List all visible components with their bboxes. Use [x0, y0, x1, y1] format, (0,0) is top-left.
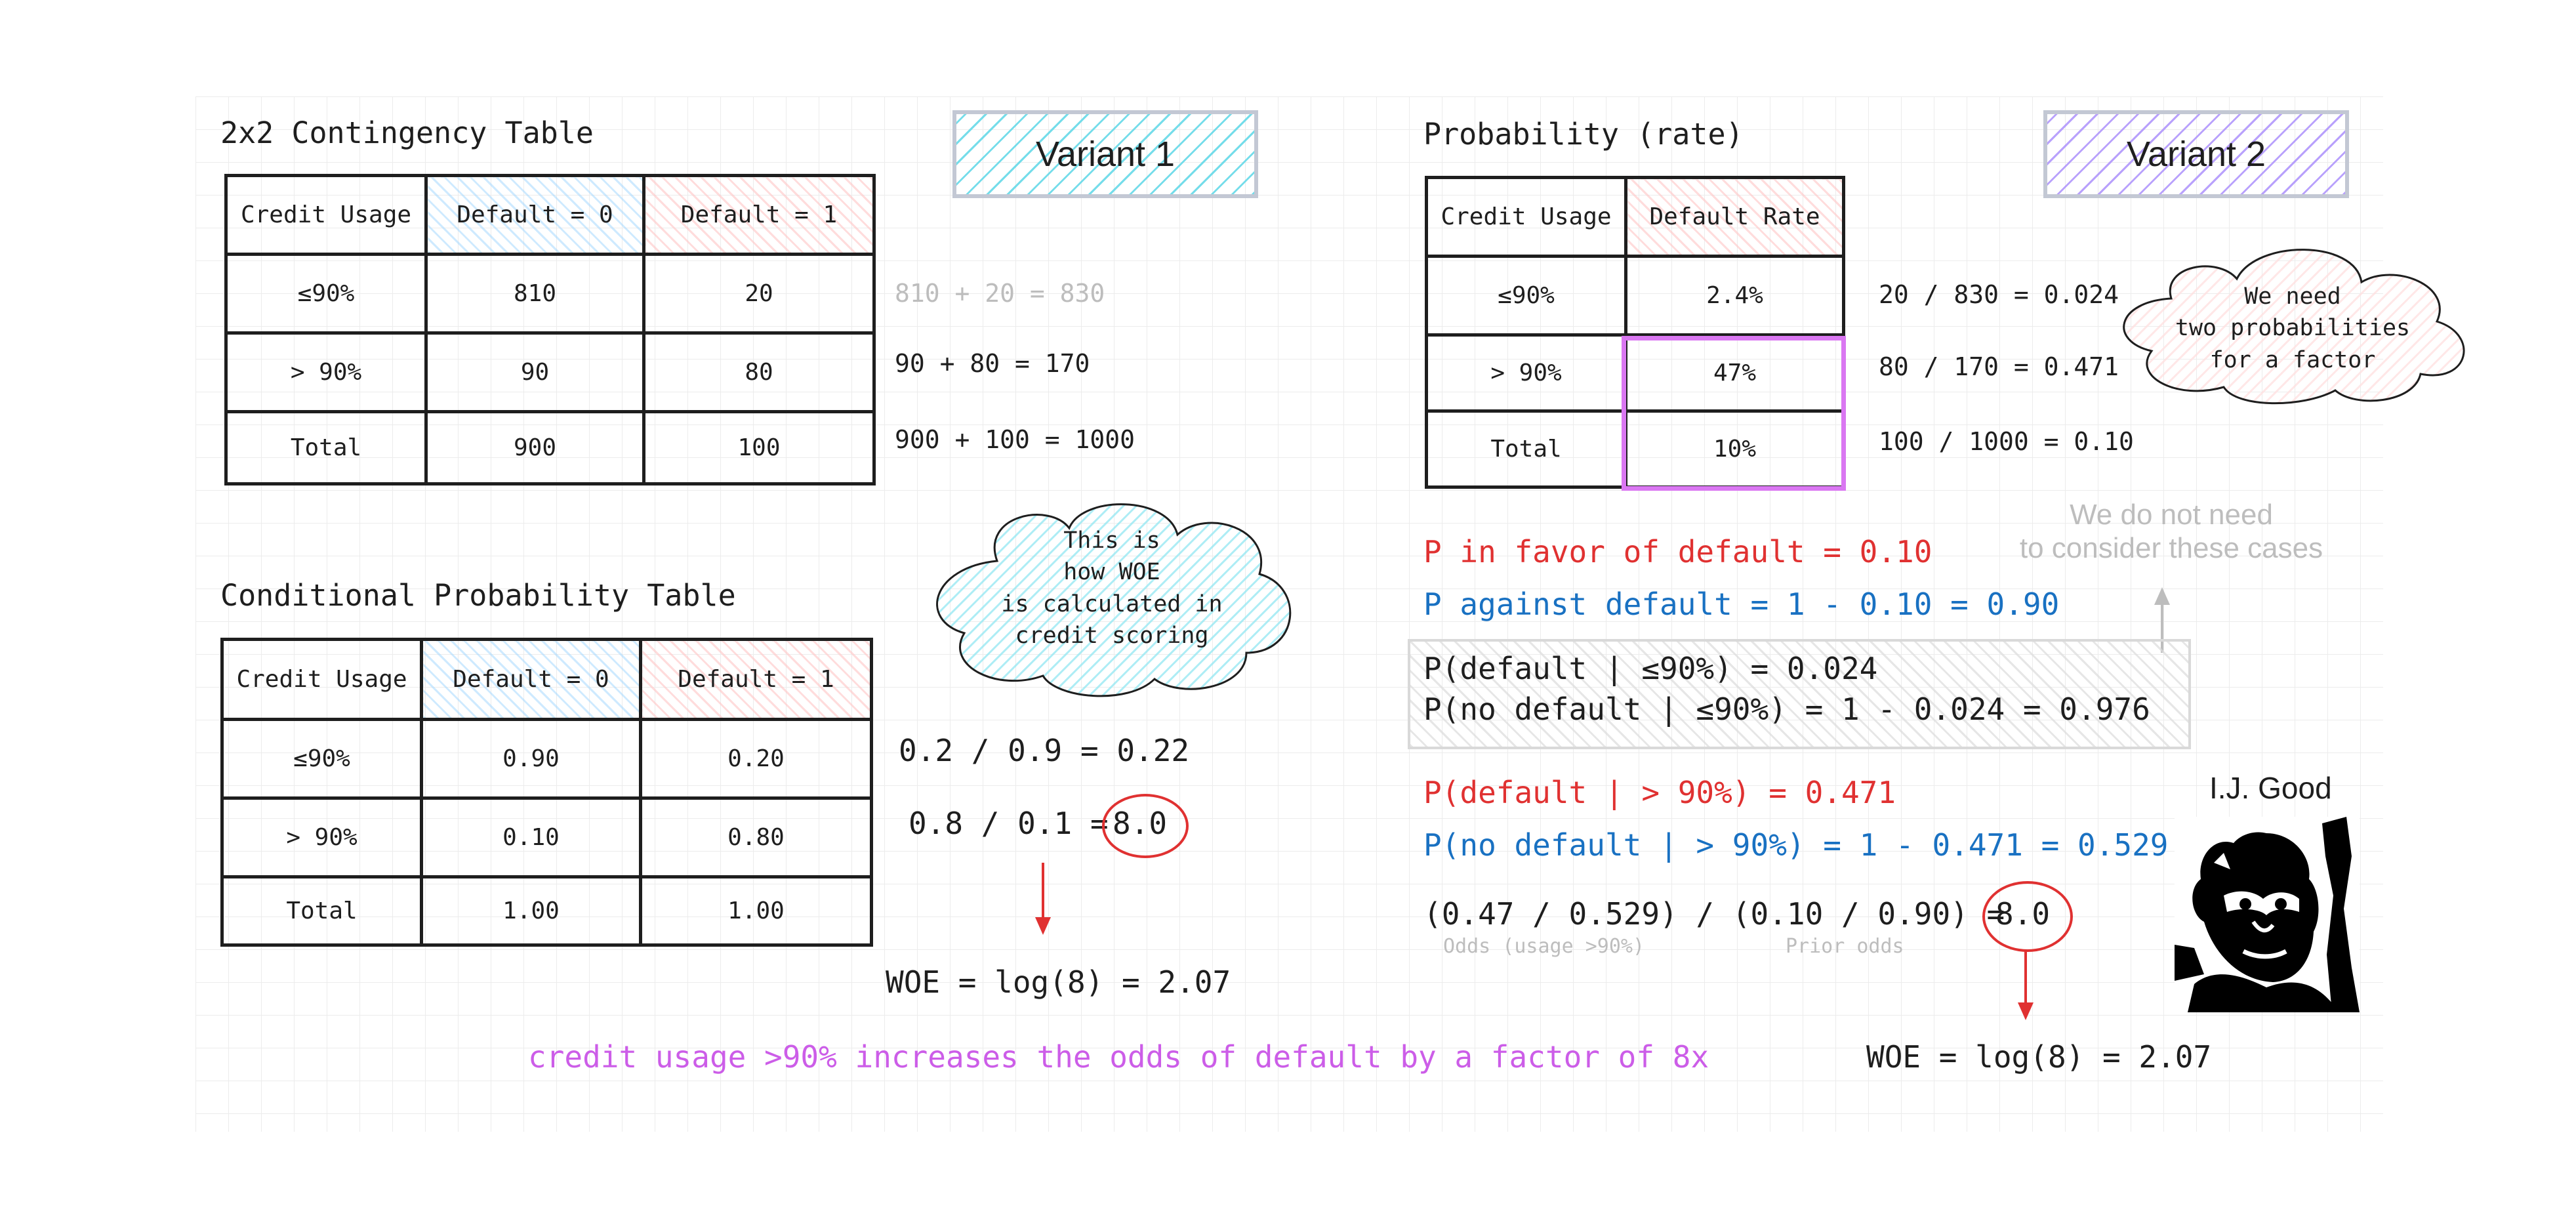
table-cell: ≤90% — [1425, 255, 1627, 337]
table-cell: > 90% — [1425, 333, 1627, 413]
note-line: We do not need — [2070, 499, 2273, 531]
cloud-line: how WOE — [1063, 559, 1160, 586]
cloud-line: for a factor — [2209, 346, 2376, 373]
cloud-probabilities-note — [2123, 249, 2465, 405]
rate-calc-2: 80 / 170 = 0.471 — [1879, 352, 2119, 381]
variant-2-text: Variant 2 — [2126, 134, 2266, 174]
note-line: to consider these cases — [2019, 531, 2323, 564]
conditional-probability-table: Credit Usage Default = 0 Default = 1 ≤90… — [220, 638, 873, 947]
probability-title: Probability (rate) — [1423, 117, 1744, 152]
conditional-title: Conditional Probability Table — [220, 578, 736, 613]
variant-1-text: Variant 1 — [1035, 134, 1176, 174]
arrow-down-right — [2018, 951, 2034, 1020]
row-sum-3: 900 + 100 = 1000 — [895, 425, 1135, 454]
table-cell: 80 — [642, 331, 876, 413]
table-row: > 90% 90 80 — [224, 331, 876, 413]
rate-calc-3: 100 / 1000 = 0.10 — [1879, 427, 2134, 456]
table-cell: 900 — [424, 410, 645, 485]
rate-highlight-box — [1622, 336, 1846, 491]
cloud-line: credit scoring — [1015, 622, 1209, 649]
table-row: Total 900 100 — [224, 410, 876, 485]
table-row: ≤90% 0.90 0.20 — [220, 718, 873, 800]
contingency-title: 2x2 Contingency Table — [220, 115, 594, 150]
table-cell: 0.20 — [639, 718, 873, 800]
table-cell: 90 — [424, 331, 645, 413]
cloud-line: This is — [1063, 527, 1160, 554]
cloud-line: We need — [2244, 283, 2341, 310]
cloud-probabilities-text: We need two probabilities for a factor — [2158, 281, 2427, 376]
table-header-row: Credit Usage Default Rate — [1425, 176, 1845, 258]
p-default-high: P(default | > 90%) = 0.471 — [1423, 775, 1896, 810]
p-in-favor: P in favor of default = 0.10 — [1423, 534, 1932, 569]
table-row: Total 1.00 1.00 — [220, 875, 873, 947]
table-cell: Total — [1425, 409, 1627, 489]
table-row: > 90% 0.10 0.80 — [220, 796, 873, 878]
table-cell: 0.90 — [420, 718, 642, 800]
rate-calc-1: 20 / 830 = 0.024 — [1879, 280, 2119, 309]
table-cell: ≤90% — [224, 253, 428, 335]
gray-cases-box — [1408, 639, 2191, 749]
table-row: ≤90% 2.4% — [1425, 255, 1845, 337]
table-cell: Total — [220, 875, 423, 947]
ratio-result-circle — [1102, 794, 1189, 858]
header-cell: Default = 1 — [639, 638, 873, 721]
table-cell: ≤90% — [220, 718, 423, 800]
ratio-gray: 0.2 / 0.9 = 0.22 — [899, 733, 1190, 768]
portrait-name: I.J. Good — [2209, 771, 2332, 805]
portrait-image — [2175, 817, 2360, 1012]
conclusion-text: credit usage >90% increases the odds of … — [528, 1039, 1709, 1075]
p-against: P against default = 1 - 0.10 = 0.90 — [1423, 587, 2060, 622]
table-cell: 47% — [1624, 333, 1845, 413]
gray-p-nodefault-low: P(no default | ≤90%) = 1 - 0.024 = 0.976 — [1423, 691, 2150, 727]
header-cell: Default Rate — [1624, 176, 1845, 258]
table-cell: 100 — [642, 410, 876, 485]
not-needed-note: We do not need to consider these cases — [1994, 499, 2348, 565]
table-cell: 810 — [424, 253, 645, 335]
variant-2-label: Variant 2 — [2043, 110, 2349, 198]
ratio-result: 8.0 — [1113, 806, 1168, 841]
woe-left: WOE = log(8) = 2.07 — [886, 964, 1231, 1000]
table-header-row: Credit Usage Default = 0 Default = 1 — [224, 174, 876, 256]
table-cell: 1.00 — [420, 875, 642, 947]
table-row: Total 10% — [1425, 409, 1845, 489]
table-cell: > 90% — [224, 331, 428, 413]
header-cell: Default = 0 — [424, 174, 645, 256]
table-cell: 20 — [642, 253, 876, 335]
odds-usage-label: Odds (usage >90%) — [1443, 935, 1645, 958]
default-rate-table: Credit Usage Default Rate ≤90% 2.4% > 90… — [1425, 176, 1845, 489]
row-sum-2: 90 + 80 = 170 — [895, 349, 1090, 378]
contingency-table: Credit Usage Default = 0 Default = 1 ≤90… — [224, 174, 876, 485]
header-cell: Default = 0 — [420, 638, 642, 721]
header-cell: Default = 1 — [642, 174, 876, 256]
cloud-woe-note — [936, 503, 1292, 697]
table-row: ≤90% 810 20 — [224, 253, 876, 335]
table-cell: 2.4% — [1624, 255, 1845, 337]
cloud-woe-text: This is how WOE is calculated in credit … — [971, 525, 1253, 651]
row-sum-1: 810 + 20 = 830 — [895, 279, 1105, 308]
table-header-row: Credit Usage Default = 0 Default = 1 — [220, 638, 873, 721]
odds-result-circle — [1982, 881, 2073, 952]
table-cell: > 90% — [220, 796, 423, 878]
variant-1-label: Variant 1 — [952, 110, 1258, 198]
header-cell: Credit Usage — [1425, 176, 1627, 258]
table-cell: 0.10 — [420, 796, 642, 878]
header-cell: Credit Usage — [224, 174, 428, 256]
table-cell: 10% — [1624, 409, 1845, 489]
odds-result: 8.0 — [1995, 896, 2051, 932]
prior-odds-label: Prior odds — [1786, 935, 1904, 958]
odds-ratio: (0.47 / 0.529) / (0.10 / 0.90) = — [1423, 896, 2005, 932]
gray-p-default-low: P(default | ≤90%) = 0.024 — [1423, 651, 1878, 686]
cloud-line: is calculated in — [1001, 590, 1223, 617]
table-cell: 0.80 — [639, 796, 873, 878]
p-nodefault-high: P(no default | > 90%) = 1 - 0.471 = 0.52… — [1423, 827, 2169, 863]
table-cell: 1.00 — [639, 875, 873, 947]
header-cell: Credit Usage — [220, 638, 423, 721]
table-row: > 90% 47% — [1425, 333, 1845, 413]
woe-right: WOE = log(8) = 2.07 — [1866, 1039, 2212, 1075]
cloud-line: two probabilities — [2175, 315, 2411, 342]
ratio-main: 0.8 / 0.1 = — [909, 806, 1109, 841]
arrow-down-left — [1035, 863, 1051, 935]
table-cell: Total — [224, 410, 428, 485]
